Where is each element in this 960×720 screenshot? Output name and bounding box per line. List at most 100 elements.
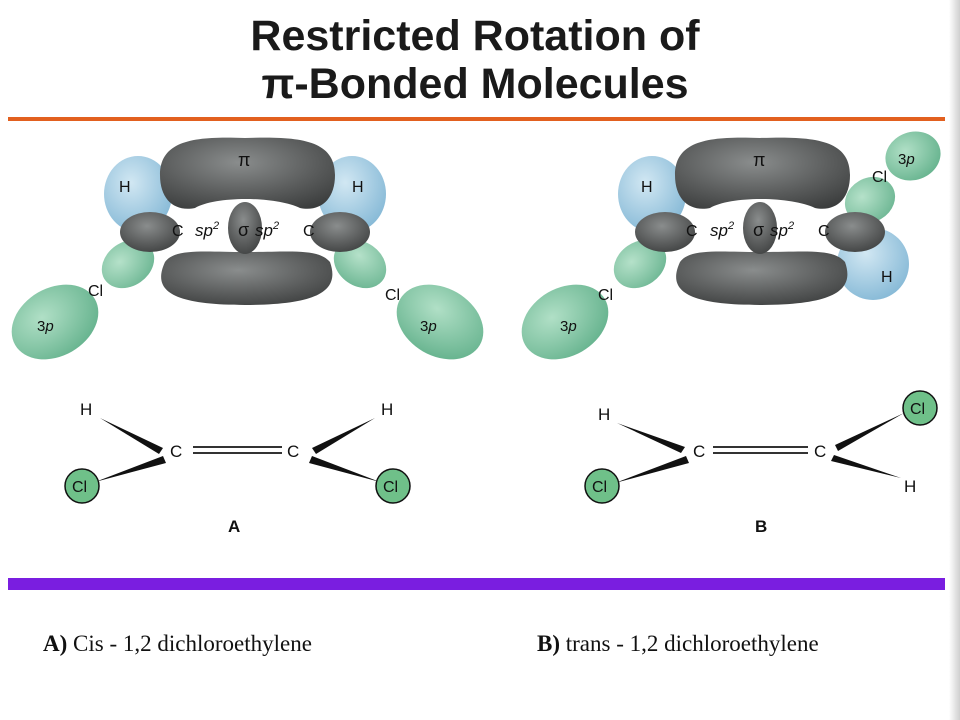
sup-text: 2 — [212, 220, 219, 232]
chlorine-label-right: Cl — [385, 287, 400, 304]
p-num: 3 — [420, 318, 428, 335]
sp2-lobe-left — [635, 212, 695, 252]
wedge-bond-cl-left — [615, 456, 689, 483]
pi-lobe-upper — [675, 137, 850, 209]
3p-label-right: 3p — [420, 318, 437, 335]
p-num: 3 — [898, 151, 906, 168]
sup-text: 2 — [787, 220, 794, 232]
p-letter: p — [427, 318, 436, 335]
carbon-label-left: C — [172, 223, 184, 240]
atom-c-right: C — [814, 442, 826, 461]
cl-inner-lobe-left — [613, 239, 667, 289]
atom-cl-bottom-left — [584, 468, 620, 504]
caption-cis: A) Cis - 1,2 dichloroethylene — [43, 631, 312, 657]
sp2-label-left: sp2 — [710, 220, 734, 240]
atom-h-top-left: H — [598, 405, 610, 424]
wedge-bond-h-left — [617, 423, 685, 453]
atom-c-right: C — [287, 442, 299, 461]
pi-label: π — [753, 150, 765, 170]
caption-trans: B) trans - 1,2 dichloroethylene — [537, 631, 819, 657]
wedge-bond-h-right — [831, 455, 901, 478]
hydrogen-label-left: H — [641, 179, 653, 196]
atom-h-top-right: H — [381, 400, 393, 419]
p-letter: p — [905, 151, 914, 168]
p-letter: p — [567, 318, 576, 335]
page-title: Restricted Rotation of π-Bonded Molecule… — [0, 12, 950, 108]
atom-h-top-left: H — [80, 400, 92, 419]
p-num: 3 — [560, 318, 568, 335]
carbon-label-right: C — [818, 223, 830, 240]
3p-label-left: 3p — [560, 318, 577, 335]
3p-label-right: 3p — [898, 151, 915, 168]
wedge-bond-cl-right — [309, 456, 380, 482]
cl-inner-lobe-right — [333, 239, 387, 289]
chlorine-label-left: Cl — [598, 287, 613, 304]
panel-b-label: B — [755, 517, 767, 536]
atom-cl-bottom-left-label: Cl — [72, 479, 87, 496]
atom-cl-top-right-label: Cl — [910, 401, 925, 418]
atom-h-bottom-right: H — [904, 477, 916, 496]
sigma-label: σ — [238, 220, 249, 240]
sp2-label-right: sp2 — [255, 220, 279, 240]
caption-b-text: trans - 1,2 dichloroethylene — [560, 631, 819, 656]
pi-symbol: π — [261, 60, 295, 108]
atom-cl-top-right — [902, 390, 938, 426]
wedge-bond-h-right — [312, 418, 375, 454]
sp2-label-right: sp2 — [770, 220, 794, 240]
wedge-bond-cl-left — [95, 456, 166, 482]
sp2-lobe-right — [825, 212, 885, 252]
wedge-bond-h-left — [100, 418, 163, 454]
cl-inner-lobe-left — [101, 239, 155, 289]
chlorine-label-left: Cl — [88, 283, 103, 300]
sp-text: sp — [195, 221, 213, 240]
sp-text: sp — [255, 221, 273, 240]
cis-structural-formula: H H C C Cl Cl A — [64, 400, 411, 536]
sigma-bond-lobe — [743, 202, 777, 254]
pi-lobe-lower — [161, 251, 333, 305]
3p-label-left: 3p — [37, 318, 54, 335]
title-line-2-text: -Bonded Molecules — [294, 60, 689, 108]
slide-edge-shadow — [949, 0, 960, 720]
cl-inner-lobe-right — [844, 176, 896, 224]
sp2-lobe-left — [120, 212, 180, 252]
caption-b-prefix: B) — [537, 631, 560, 656]
sp2-lobe-right — [310, 212, 370, 252]
cl-3p-lobe-left — [11, 284, 99, 360]
trans-orbital-model: π σ C C sp2 sp2 H H Cl Cl 3p 3p — [521, 131, 941, 360]
p-letter: p — [44, 318, 53, 335]
atom-cl-bottom-left — [64, 468, 100, 504]
title-line-1: Restricted Rotation of — [250, 12, 700, 60]
cis-orbital-model: π σ C C sp2 sp2 H H Cl Cl 3p 3p — [11, 137, 484, 360]
trans-structural-formula: H C C Cl Cl H B — [584, 390, 938, 536]
sigma-bond-lobe — [228, 202, 262, 254]
caption-a-prefix: A) — [43, 631, 68, 656]
sp-text: sp — [770, 221, 788, 240]
chlorine-label-right: Cl — [872, 169, 887, 186]
sup-text: 2 — [272, 220, 279, 232]
sup-text: 2 — [727, 220, 734, 232]
cl-3p-lobe-right — [885, 131, 941, 181]
atom-c-left: C — [170, 442, 182, 461]
p-num: 3 — [37, 318, 45, 335]
atom-cl-bottom-right — [375, 468, 411, 504]
panel-a-label: A — [228, 517, 240, 536]
atom-cl-bottom-right-label: Cl — [383, 479, 398, 496]
atom-c-left: C — [693, 442, 705, 461]
carbon-label-right: C — [303, 223, 315, 240]
sp-text: sp — [710, 221, 728, 240]
cl-3p-lobe-right — [396, 284, 484, 360]
atom-cl-bottom-left-label: Cl — [592, 479, 607, 496]
pi-lobe-upper — [160, 137, 335, 209]
hydrogen-label-left: H — [119, 179, 131, 196]
carbon-label-left: C — [686, 223, 698, 240]
hydrogen-label-right: H — [881, 269, 893, 286]
title-divider — [8, 117, 945, 121]
cl-3p-lobe-left — [521, 284, 609, 360]
caption-a-text: Cis - 1,2 dichloroethylene — [67, 631, 312, 656]
caption-divider — [8, 578, 945, 590]
pi-label: π — [238, 150, 250, 170]
hydrogen-label-right: H — [352, 179, 364, 196]
wedge-bond-cl-right — [835, 413, 904, 451]
sp2-label-left: sp2 — [195, 220, 219, 240]
